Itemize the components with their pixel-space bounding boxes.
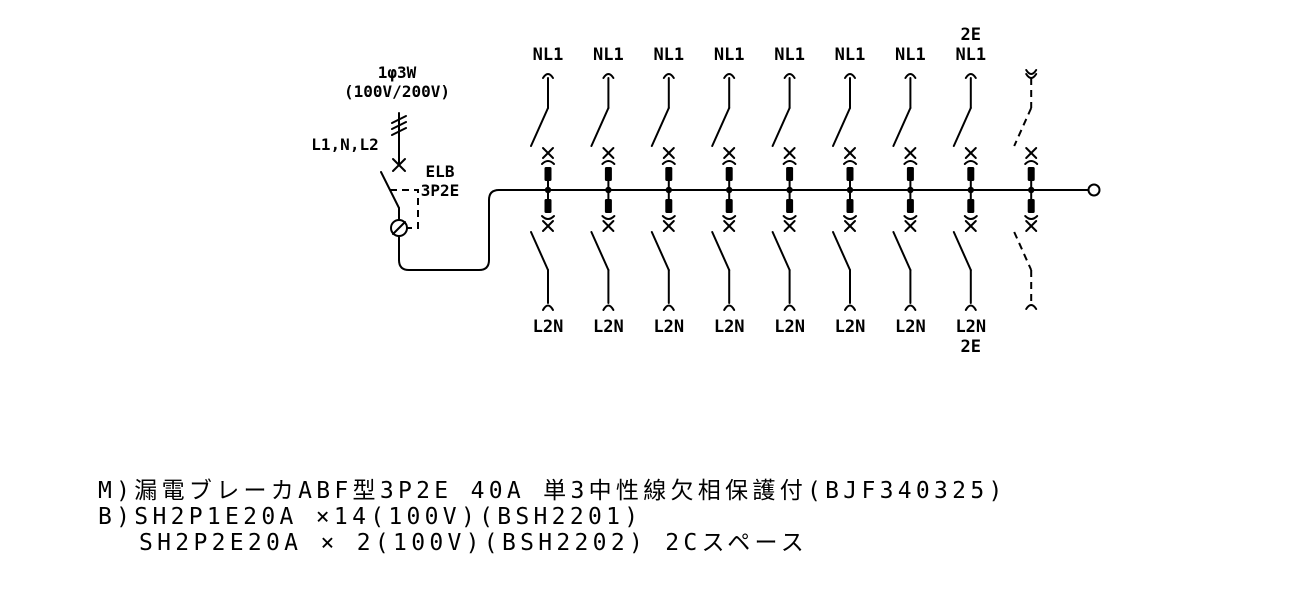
branch-top-label: NL1 xyxy=(653,45,684,65)
branch-top-label: NL1 xyxy=(593,45,624,65)
branch-bottom-label: L2N xyxy=(774,317,805,337)
branch-bottom-label: L2N xyxy=(955,317,986,337)
branch-top-label: NL1 xyxy=(895,45,926,65)
branch-bottom-label: L2N xyxy=(895,317,926,337)
branch-bottom-label: L2N xyxy=(533,317,564,337)
spec-main-text: 漏電ブレーカABF型3P2E 40A 単3中性線欠相保護付(BJF340325) xyxy=(134,478,1007,504)
branch-top-label: NL1 xyxy=(533,45,564,65)
branch-top-label: NL1 xyxy=(774,45,805,65)
main-breaker-symbol xyxy=(380,171,1101,271)
supply-phases-label: L1,N,L2 xyxy=(311,135,378,154)
branch-top-extra-label: 2E xyxy=(961,25,981,45)
branch-breaker xyxy=(1013,69,1039,310)
branch-bottom-label: L2N xyxy=(835,317,866,337)
incoming-feeder xyxy=(391,112,407,172)
branch-circuits: NL1L2NNL1L2NNL1L2NNL1L2NNL1L2NNL1L2NNL1L… xyxy=(530,25,1039,357)
spec-line-main: M)漏電ブレーカABF型3P2E 40A 単3中性線欠相保護付(BJF34032… xyxy=(98,478,1007,504)
spec-branch-2-text: SH2P2E20A × 2(100V)(BSH2202) 2Cスペース xyxy=(139,530,809,556)
main-breaker-type-label: ELB xyxy=(426,162,455,181)
branch-bottom-label: L2N xyxy=(653,317,684,337)
branch-top-label: NL1 xyxy=(955,45,986,65)
branch-top-label: NL1 xyxy=(835,45,866,65)
supply-voltage-label: (100V/200V) xyxy=(344,82,450,101)
spec-branch-prefix: B) xyxy=(98,504,135,530)
spec-main-prefix: M) xyxy=(98,478,135,504)
main-breaker-poles-label: 3P2E xyxy=(421,181,460,200)
supply-system-label: 1φ3W xyxy=(378,63,417,82)
branch-bottom-label: L2N xyxy=(593,317,624,337)
branch-top-label: NL1 xyxy=(714,45,745,65)
spec-line-branch-2: SH2P2E20A × 2(100V)(BSH2202) 2Cスペース xyxy=(98,530,808,556)
spec-line-branch-1: B)SH2P1E20A ×14(100V)(BSH2201) xyxy=(98,504,642,530)
branch-bottom-label: L2N xyxy=(714,317,745,337)
spec-branch-1-text: SH2P1E20A ×14(100V)(BSH2201) xyxy=(134,504,643,530)
branch-bottom-extra-label: 2E xyxy=(961,337,981,357)
